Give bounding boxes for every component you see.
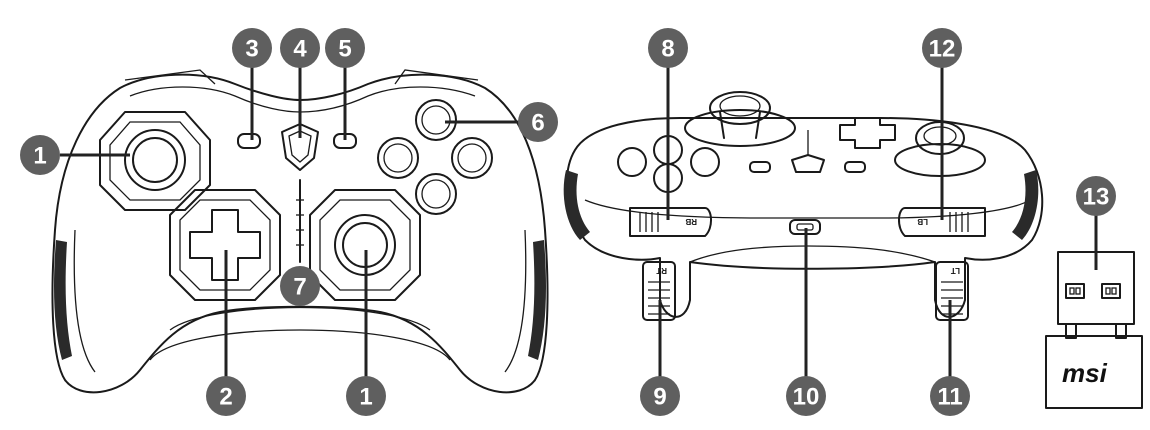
- callout-2-dpad: 2: [206, 376, 246, 416]
- svg-text:9: 9: [653, 384, 666, 411]
- svg-text:1: 1: [359, 384, 372, 411]
- callout-8-rb: 8: [648, 28, 688, 68]
- callout-7-led: 7: [280, 266, 320, 306]
- callout-1-right-stick: 1: [346, 376, 386, 416]
- callout-4-guide: 4: [280, 28, 320, 68]
- rt-label: RT: [656, 266, 667, 275]
- callout-6-face: 6: [518, 102, 558, 142]
- callout-3-back: 3: [232, 28, 272, 68]
- usb-dongle: msi: [1045, 251, 1143, 409]
- callout-11-lt: 11: [930, 376, 970, 416]
- svg-text:5: 5: [338, 36, 351, 63]
- callout-1-left-stick: 1: [20, 135, 60, 175]
- rear-controller: RB LB RT LT: [563, 91, 1044, 321]
- svg-text:11: 11: [937, 384, 962, 411]
- svg-text:8: 8: [661, 36, 674, 63]
- callout-12-lb: 12: [922, 28, 962, 68]
- lt-label: LT: [951, 266, 960, 275]
- lb-label: LB: [917, 217, 928, 226]
- svg-text:7: 7: [293, 274, 306, 301]
- svg-text:6: 6: [531, 110, 544, 137]
- callout-9-rt: 9: [640, 376, 680, 416]
- svg-text:13: 13: [1083, 184, 1110, 211]
- rb-label: RB: [685, 217, 697, 226]
- svg-text:1: 1: [33, 143, 46, 170]
- callout-13-dongle: 13: [1076, 176, 1116, 216]
- svg-text:4: 4: [293, 36, 307, 63]
- callouts: 1 2 3 4 5 6 7 1: [20, 28, 1116, 416]
- svg-text:10: 10: [793, 384, 820, 411]
- svg-text:2: 2: [219, 384, 232, 411]
- svg-text:3: 3: [245, 36, 258, 63]
- svg-text:12: 12: [929, 36, 956, 63]
- callout-10-usb-port: 10: [786, 376, 826, 416]
- callout-5-start: 5: [325, 28, 365, 68]
- msi-logo-text: msi: [1062, 358, 1108, 388]
